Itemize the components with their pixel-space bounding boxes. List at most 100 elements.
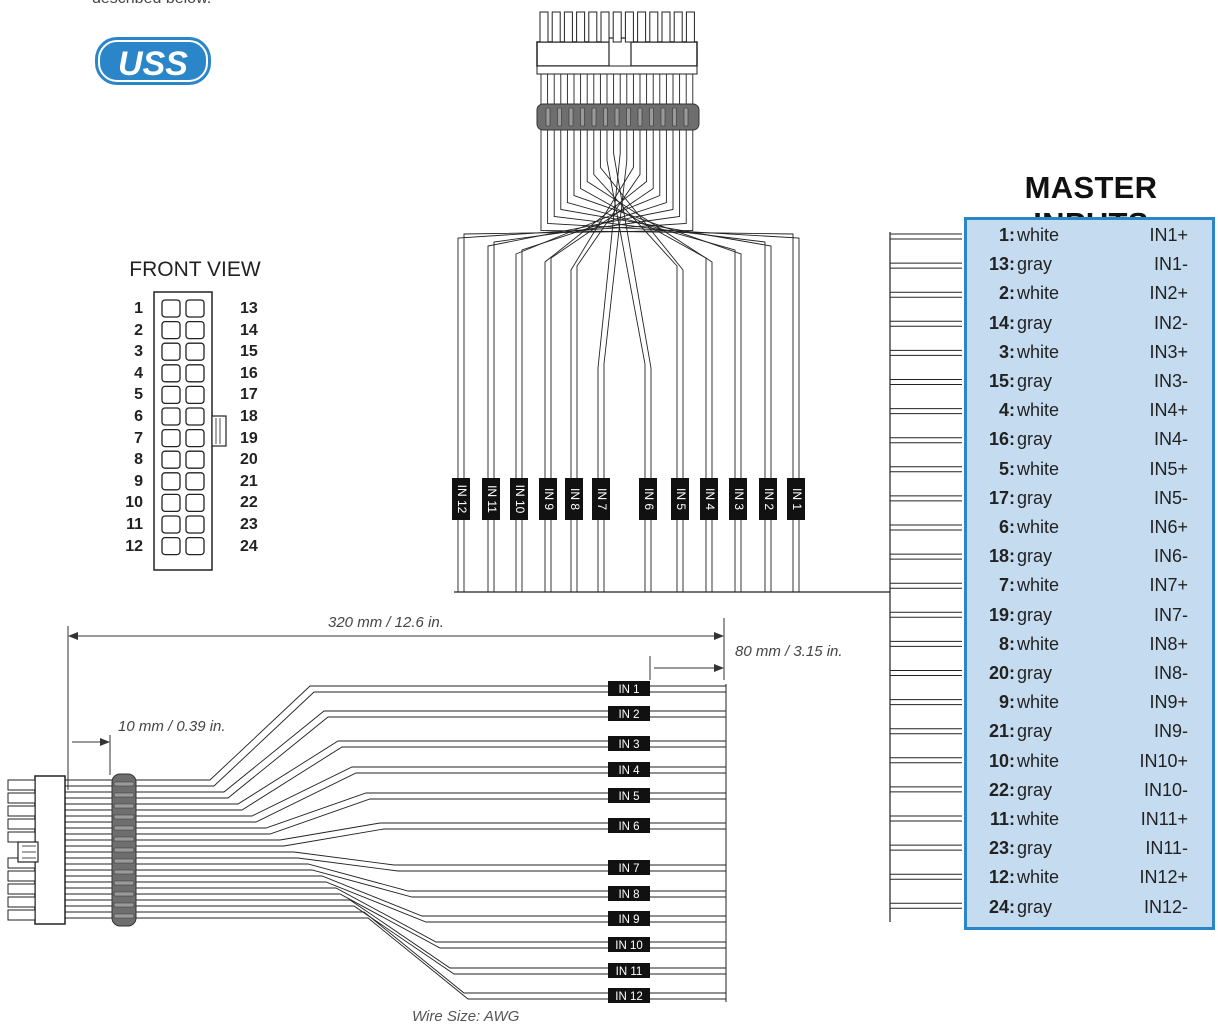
front-pin-number: 22 [240,494,258,512]
wire [65,746,726,811]
pin-number: 16: [988,429,1015,450]
signal-name: IN12- [1143,896,1188,917]
wire-label-text: IN 11 [616,966,643,978]
wire [65,740,726,805]
front-pin-number: 12 [125,537,143,555]
signal-name: IN6- [1153,546,1188,567]
signal-name: IN10+ [1139,750,1188,771]
wire-color: white [1017,517,1060,537]
wire-label-text: IN 4 [618,765,640,777]
pin-number: 8: [998,633,1015,654]
wire-label-tag: IN 10 [510,478,528,520]
front-pin-number: 21 [240,472,258,490]
front-pin-number: 3 [134,343,143,361]
wire-label-text: IN 6 [618,821,639,833]
pin-number: 22: [988,779,1015,800]
wire-label-tag: IN 9 [539,478,557,520]
wire-label-tag: IN 1 [608,681,650,696]
wire-label-text: IN 2 [618,709,639,721]
wire [515,74,661,592]
top-pin [649,11,659,43]
master-input-wires [889,232,962,922]
wire [65,857,726,872]
wire [540,74,794,592]
wire [566,74,736,592]
front-pin-number: 18 [240,408,258,425]
wire-label-tag: IN 6 [608,818,650,833]
wire [65,685,726,781]
pin-number: 15: [988,371,1015,391]
signal-name: IN2- [1153,312,1188,333]
side-pin [7,896,36,908]
wire-color: gray [1017,312,1053,333]
wire-color: gray [1017,838,1053,859]
wire [65,899,726,969]
wire-color: white [1017,458,1060,479]
wire-label-text: IN 7 [595,488,609,510]
front-pin-number: 1 [134,300,143,317]
pin-cavity [185,450,205,469]
wire-color: white [1017,867,1060,888]
wire-label-text: IN 9 [542,488,556,510]
wire [65,893,726,949]
intro-text: described below. [92,0,211,8]
pin-cavity [185,493,205,513]
front-pin-number: 13 [240,300,258,317]
wire-color: white [1017,400,1060,421]
top-connector [536,11,698,75]
pin-cavity [185,299,205,318]
wire [65,691,726,787]
side-pin [7,779,36,791]
wire-label-tag: IN 1 [787,478,805,520]
wire-label-text: IN 12 [455,485,469,514]
wire-label-text: IN 5 [674,488,688,510]
wire-label-tag: IN 5 [671,478,689,520]
pin-number: 21: [988,721,1015,742]
wire [553,74,766,592]
wire-label-text: IN 8 [618,889,639,901]
wire-label-text: IN 10 [615,940,643,952]
signal-name: IN3- [1153,371,1188,391]
wire-label-tag: IN 11 [482,478,500,520]
pin-cavity [185,536,205,556]
wire-label-tag: IN 5 [608,788,650,803]
connector-front-view [153,291,227,571]
wire [65,905,726,975]
pin-number: 9: [998,692,1015,713]
front-pin-number: 2 [134,321,143,339]
signal-name: IN12+ [1139,867,1188,888]
wire-color: gray [1017,254,1053,275]
side-pin [7,909,36,921]
pin-cavity [161,472,181,491]
wire-label-text: IN 4 [703,488,717,510]
signal-name: IN9+ [1149,692,1188,713]
wire [65,887,726,943]
signal-name: IN8+ [1149,633,1188,654]
wire-label-tag: IN 3 [729,478,747,520]
wire [573,74,742,592]
wire-color: gray [1017,663,1053,683]
svg-text:USS: USS [118,45,188,83]
wire-label-text: IN 6 [642,488,656,510]
pin-number: 11: [989,809,1015,829]
pin-number: 13: [988,254,1015,275]
pin-number: 17: [988,487,1015,508]
wire-label-text: IN 8 [568,488,582,510]
wire-label-tag: IN 9 [608,911,650,926]
wire-label-tag: IN 4 [700,478,718,520]
front-view-title: FRONT VIEW [129,258,261,281]
wire-label-tag: IN 12 [608,988,650,1003]
top-pin [551,11,561,43]
pin-number: 2: [998,283,1015,304]
wire [463,74,694,592]
pin-cavity [161,407,181,426]
wire [457,74,687,592]
